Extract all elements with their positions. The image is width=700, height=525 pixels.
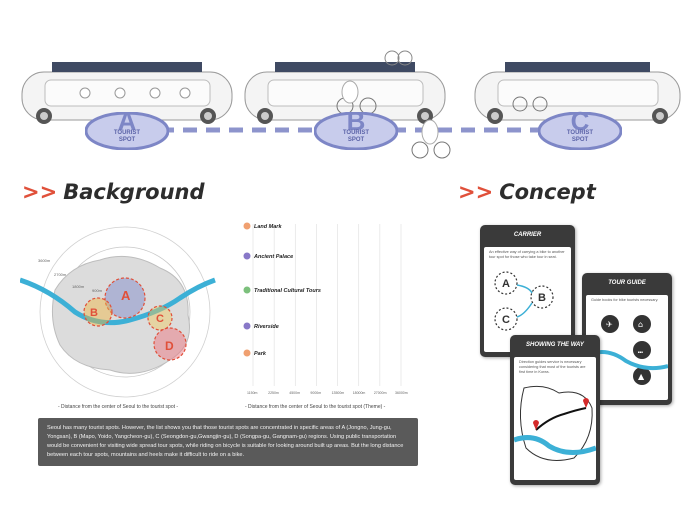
chart-caption: - Distance from the center of Seoul to t… (245, 404, 386, 410)
background-title-text: Background (63, 180, 205, 204)
chart-category-label: Ancient Palace (253, 254, 293, 260)
spot-line1: TOURIST (342, 130, 370, 136)
restaurant-icon (633, 341, 651, 359)
spot-ellipse (84, 111, 170, 151)
spot-line1: TOURIST (113, 130, 141, 136)
carrier-card-body: An effective way of carrying a bike to a… (484, 247, 571, 352)
svg-text:▲: ▲ (638, 372, 645, 381)
map-caption: - Distance from the center of Seoul to t… (58, 404, 179, 410)
chart-x-tick: 36000m (395, 391, 408, 395)
ring-label-3: 1800m (72, 284, 85, 289)
tour-guide-card-text: Guide books for bike tourists necessary. (591, 298, 659, 302)
background-description: Seoul has many tourist spots. However, t… (38, 418, 418, 466)
seoul-distance-map: A B C D 3600m 2700m 1800m 900m (20, 226, 216, 398)
hero-illustration (21, 50, 681, 159)
carrier-letter-b: B (538, 292, 546, 304)
chart-category-label: Riverside (254, 324, 279, 330)
chart-category-marker (243, 349, 251, 357)
background-title: >>Background (22, 180, 205, 204)
svg-text:⌂: ⌂ (638, 320, 643, 329)
svg-text:✈: ✈ (606, 320, 613, 329)
theme-distance-chart: 1150m 2250m 4500m 9000m 13500m 18000m 27000m 36… (243, 222, 408, 395)
concept-title: >>Concept (458, 180, 596, 204)
carrier-card-text: An effective way of carrying a bike to a… (489, 250, 565, 259)
chart-x-tick: 4500m (289, 391, 300, 395)
spot-line2: SPOT (571, 137, 589, 143)
concept-title-text: Concept (499, 180, 596, 204)
route-start-pin (533, 420, 539, 430)
spot-letter: B (346, 106, 366, 136)
chart-category-marker (243, 322, 251, 330)
carrier-diagram: A B C (494, 271, 554, 331)
zone-c-label: C (156, 313, 164, 325)
showing-the-way-card-text: Direction guides service is necessary co… (519, 360, 586, 374)
carrier-letter-a: A (502, 278, 510, 290)
spot-line2: SPOT (347, 137, 365, 143)
carrier-card-title: CARRIER (513, 232, 542, 238)
showing-the-way-card-title: SHOWING THE WAY (526, 342, 584, 348)
ring-label-1: 3600m (38, 258, 51, 263)
spot-line2: SPOT (118, 137, 136, 143)
airport-icon (601, 315, 619, 333)
zone-b-circle (83, 297, 113, 327)
zone-b-label: B (90, 307, 98, 319)
camping-icon (633, 367, 651, 385)
carrier-letter-c: C (502, 314, 510, 326)
spot-letter: C (570, 106, 590, 136)
chart-category-label: Traditional Cultural Tours (254, 288, 321, 294)
chart-x-tick: 27000m (374, 391, 387, 395)
zone-d-label: D (165, 339, 174, 353)
showing-the-way-card-body: Direction guides service is necessary co… (513, 357, 597, 480)
chart-x-tick: 18000m (353, 391, 366, 395)
chart-category-label: Land Mark (254, 224, 282, 230)
chart-category-marker (243, 286, 251, 294)
chart-x-tick: 2250m (268, 391, 279, 395)
han-river (20, 277, 216, 326)
chart-category-marker (243, 252, 251, 260)
spot-line1: TOURIST (566, 130, 594, 136)
tour-guide-card-title: TOUR GUIDE (608, 280, 646, 286)
vehicle-2 (244, 50, 451, 159)
background-arrows: >> (22, 180, 58, 204)
concept-arrows: >> (458, 180, 494, 204)
tourist-spot-b: B TOURIST SPOT (313, 106, 399, 151)
vehicle-3 (474, 62, 681, 142)
spot-ellipse (537, 111, 623, 151)
ring-label-4: 900m (92, 288, 103, 293)
route-map (513, 385, 597, 461)
chart-x-tick: 9000m (310, 391, 321, 395)
tourist-spot-c: C TOURIST SPOT (537, 106, 623, 151)
zone-a-label: A (121, 288, 131, 303)
route-end-pin (583, 398, 589, 408)
tourist-spot-a: A TOURIST SPOT (84, 106, 170, 151)
chart-x-tick: 13500m (332, 391, 345, 395)
chart-x-tick: 1150m (247, 391, 258, 395)
pavilion-icon (633, 315, 651, 333)
spot-letter: A (117, 106, 137, 136)
zone-d-circle (153, 327, 187, 361)
zone-c-circle (147, 305, 173, 331)
showing-the-way-card: SHOWING THE WAY Direction guides service… (510, 335, 600, 485)
chart-category-label: Park (254, 351, 267, 357)
svg-text:⑉: ⑉ (638, 346, 643, 355)
chart-category-marker (243, 222, 251, 230)
vehicle-1 (21, 62, 233, 124)
zone-a-circle (104, 277, 146, 319)
spot-ellipse (313, 111, 399, 151)
ring-label-2: 2700m (54, 272, 67, 277)
